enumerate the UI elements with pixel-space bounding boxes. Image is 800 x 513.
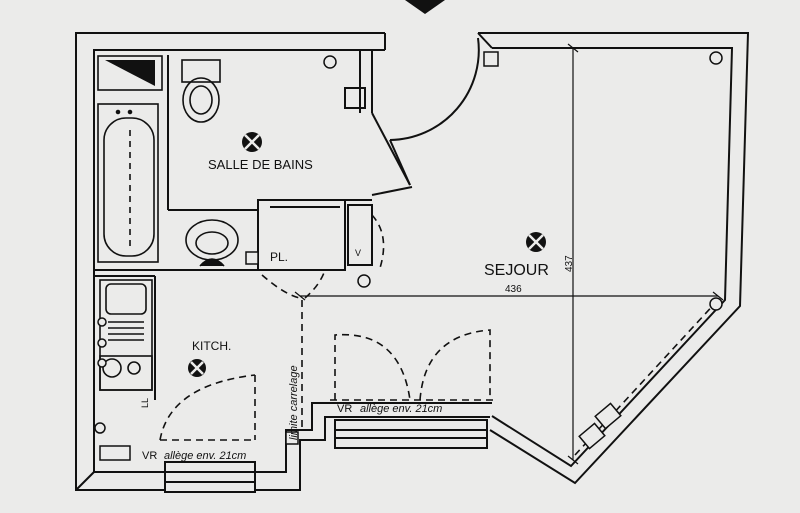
light-icon xyxy=(242,132,262,152)
room-label-kitchen: KITCH. xyxy=(192,339,231,353)
outlet-icon xyxy=(483,51,499,67)
outlet-icon xyxy=(94,422,106,434)
dimension-width-label: 436 xyxy=(505,284,522,295)
bathtub xyxy=(97,103,159,263)
outlet-icon xyxy=(357,274,371,288)
vr-kitchen-label: VR xyxy=(142,450,157,462)
outlet-icon xyxy=(97,317,107,327)
doors xyxy=(371,37,480,196)
kitchen-unit xyxy=(99,279,153,391)
toilet xyxy=(181,59,221,123)
outlet-icon xyxy=(99,445,131,461)
dimension-depth-label: 437 xyxy=(564,255,575,272)
exterior-walls xyxy=(75,32,750,491)
dimension-lines xyxy=(294,43,724,465)
allege-sejour-label: allège env. 21cm xyxy=(360,403,442,415)
outlet-icon xyxy=(578,422,606,450)
outlet-icon xyxy=(245,251,259,265)
outlet-icon xyxy=(323,55,337,69)
vr-sejour-label: VR xyxy=(337,403,352,415)
room-label-placard: PL. xyxy=(270,250,288,264)
north-arrow-icon xyxy=(405,0,445,14)
light-icon xyxy=(188,359,206,377)
outlet-icon xyxy=(285,431,299,445)
dashed-swings xyxy=(159,214,719,456)
bath-cabinet xyxy=(97,55,163,91)
outlets xyxy=(94,51,723,461)
outlet-icon xyxy=(709,297,723,311)
limite-carrelage-label: limite carrelage xyxy=(288,365,300,440)
ll-label: LL xyxy=(140,398,150,408)
light-points xyxy=(188,132,546,377)
outlet-icon xyxy=(97,358,107,368)
windows xyxy=(164,419,488,493)
outlet-icon xyxy=(594,402,622,430)
allege-kitchen-label: allège env. 21cm xyxy=(164,450,246,462)
room-label-salle-de-bains: SALLE DE BAINS xyxy=(208,157,313,172)
light-icon xyxy=(526,232,546,252)
washbasin xyxy=(185,219,239,267)
outlet-icon xyxy=(709,51,723,65)
v-marker-label: V xyxy=(355,248,361,258)
room-label-sejour: SEJOUR xyxy=(484,262,549,279)
outlet-icon xyxy=(97,338,107,348)
